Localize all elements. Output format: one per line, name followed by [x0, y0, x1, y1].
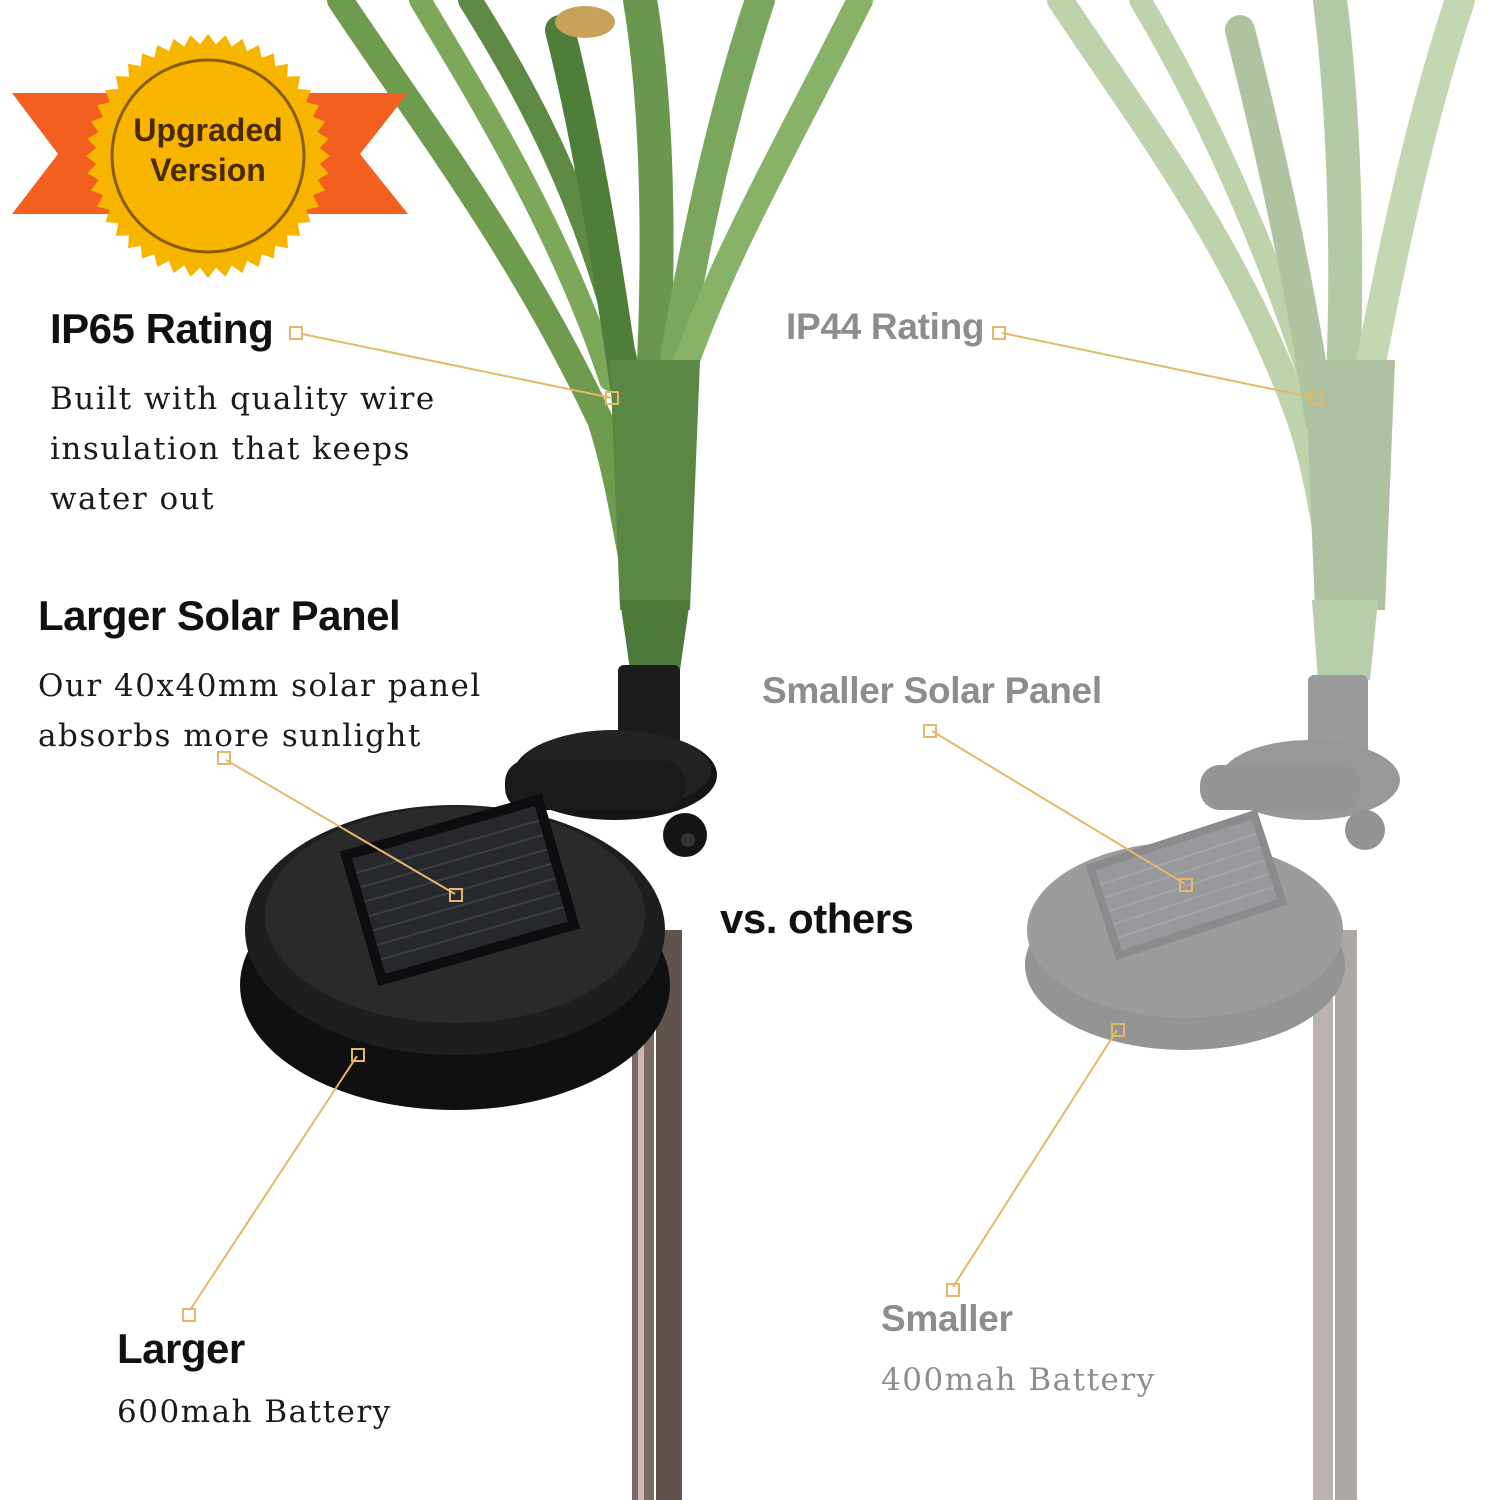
left-stem	[610, 360, 700, 610]
right-rating-title: IP44 Rating	[786, 306, 985, 347]
gold-seal	[86, 34, 330, 278]
left-panel-title: Larger Solar Panel	[38, 592, 401, 639]
right-panel-title: Smaller Solar Panel	[762, 670, 1102, 711]
left-rating-title: IP65 Rating	[50, 305, 274, 352]
left-battery-desc: 600mah Battery	[117, 1394, 392, 1430]
left-rating-desc-line: insulation that keeps	[50, 431, 411, 467]
badge-line1: Upgraded	[133, 112, 283, 148]
left-panel-desc-line: Our 40x40mm solar panel	[38, 668, 482, 704]
badge-label: Upgraded Version	[118, 110, 298, 190]
left-panel-desc-line: absorbs more sunlight	[38, 718, 422, 754]
callout-lines	[182, 326, 1323, 1322]
left-panel-desc: Our 40x40mm solar panel absorbs more sun…	[38, 661, 482, 761]
upgraded-badge	[12, 34, 408, 278]
right-battery-title: Smaller	[881, 1298, 1013, 1339]
right-product	[1025, 0, 1475, 1500]
right-battery-desc: 400mah Battery	[881, 1362, 1156, 1398]
left-rating-desc-line: Built with quality wire	[50, 381, 436, 417]
left-rating-desc-line: water out	[50, 481, 216, 517]
vs-others-label: vs. others	[720, 895, 914, 942]
left-rating-desc: Built with quality wire insulation that …	[50, 374, 436, 524]
badge-line2: Version	[150, 152, 266, 188]
left-battery-title: Larger	[117, 1325, 245, 1372]
